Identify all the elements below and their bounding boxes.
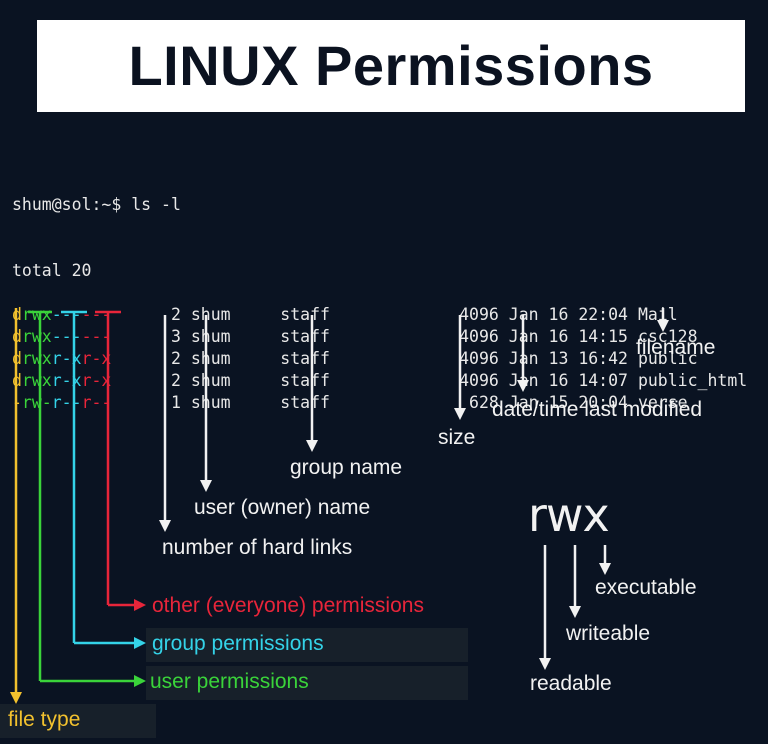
group-name: staff xyxy=(280,349,330,368)
page-title: LINUX Permissions xyxy=(128,34,654,97)
filename-label: filename xyxy=(636,336,716,359)
user-permissions-highlight xyxy=(146,666,468,700)
group-name-label: group name xyxy=(290,456,403,479)
link-count: 2 xyxy=(170,305,181,324)
file-type-highlight xyxy=(0,704,156,738)
perm-user: rw- xyxy=(21,393,52,412)
owner-name-label: user (owner) name xyxy=(194,496,371,519)
group-permissions-label: group permissions xyxy=(152,632,324,655)
perm-other: r-x xyxy=(81,349,112,368)
file-size: 4096 xyxy=(459,327,499,346)
group-name: staff xyxy=(280,327,330,346)
file-name: Mail xyxy=(637,305,678,324)
file-size: 628 xyxy=(469,393,499,412)
user-permissions-arrow xyxy=(28,310,146,687)
group-name: staff xyxy=(280,371,330,390)
group-permissions-arrow xyxy=(61,310,146,649)
user-permissions-label: user permissions xyxy=(150,670,309,693)
terminal-total: total 20 xyxy=(12,261,92,280)
perm-user: rwx xyxy=(21,327,52,346)
owner-name: shum xyxy=(190,393,231,412)
size-label: size xyxy=(438,426,476,449)
link-count: 3 xyxy=(170,327,181,346)
link-count: 1 xyxy=(170,393,181,412)
group-permissions-highlight xyxy=(146,628,468,662)
perm-user: rwx xyxy=(21,349,52,368)
executable-label: executable xyxy=(595,576,697,599)
file-type-label: file type xyxy=(8,708,81,731)
file-name: csc128 xyxy=(637,327,698,346)
file-size: 4096 xyxy=(459,371,499,390)
readable-label: readable xyxy=(530,672,612,695)
terminal-prompt: shum@sol:~$ ls -l xyxy=(12,195,181,214)
modified-date: Jan 16 22:04 xyxy=(508,305,628,324)
modified-date: Jan 16 14:15 xyxy=(508,327,628,346)
modified-date: Jan 15 20:04 xyxy=(508,393,628,412)
listing-row: drwx------ 3 shum staff 4096 Jan 16 14:1… xyxy=(12,326,747,348)
listing-row: drwxr-xr-x 2 shum staff 4096 Jan 13 16:4… xyxy=(12,348,747,370)
link-count: 2 xyxy=(170,371,181,390)
perm-other: r-- xyxy=(81,393,112,412)
owner-name: shum xyxy=(190,327,231,346)
file-name: public xyxy=(637,349,698,368)
perm-other: r-x xyxy=(81,371,112,390)
file-type-arrow xyxy=(10,308,22,704)
title-banner: LINUX Permissions xyxy=(37,20,745,112)
file-name: public_html xyxy=(637,371,748,390)
writeable-label: writeable xyxy=(566,622,651,645)
group-name: staff xyxy=(280,393,330,412)
group-name: staff xyxy=(280,305,330,324)
owner-name: shum xyxy=(190,371,231,390)
other-permissions-arrow xyxy=(95,310,146,611)
perm-user: rwx xyxy=(21,371,52,390)
hard-links-label: number of hard links xyxy=(162,536,353,559)
rwx-heading: rwx xyxy=(528,488,610,542)
other-permissions-label: other (everyone) permissions xyxy=(152,594,424,617)
owner-name: shum xyxy=(190,349,231,368)
owner-name: shum xyxy=(190,305,231,324)
perm-user: rwx xyxy=(21,305,52,324)
link-count: 2 xyxy=(170,349,181,368)
date-label: date/time last modified xyxy=(492,398,703,421)
perm-other: --- xyxy=(81,305,112,324)
listing-row: drwx------ 2 shum staff 4096 Jan 16 22:0… xyxy=(12,304,747,326)
file-size: 4096 xyxy=(459,349,499,368)
terminal-output: shum@sol:~$ ls -l total 20 drwx------ 2 … xyxy=(12,150,747,414)
file-name: verse xyxy=(637,393,688,412)
perm-other: --- xyxy=(81,327,112,346)
listing-row: drwxr-xr-x 2 shum staff 4096 Jan 16 14:0… xyxy=(12,370,747,392)
file-size: 4096 xyxy=(459,305,499,324)
